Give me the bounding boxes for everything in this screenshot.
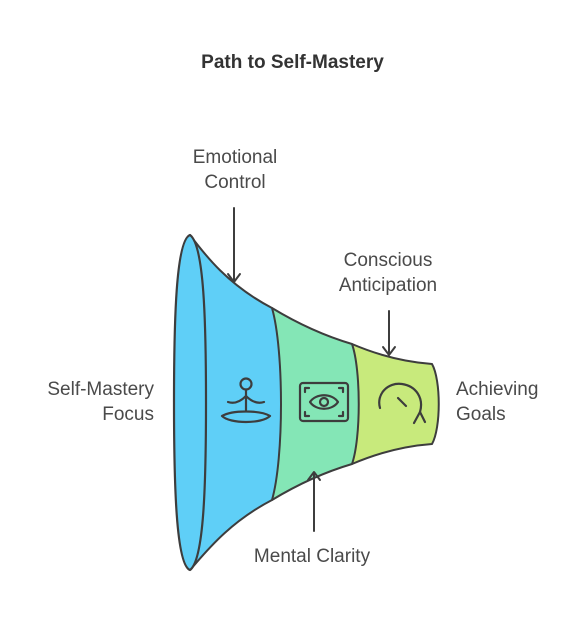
clockwise-arrow-icon (378, 382, 427, 425)
arrow-emotional-control (227, 207, 241, 283)
funnel-segment-clarity (271, 307, 360, 501)
label-emotional-control: Emotional Control (192, 147, 278, 193)
funnel-segment-achieving (351, 343, 440, 465)
funnel-mouth (172, 233, 208, 572)
diagram-title: Path to Self-Mastery (201, 52, 384, 73)
eye-frame-icon (298, 381, 350, 423)
meditation-icon (220, 377, 272, 424)
label-self-mastery-focus: Self-Mastery Focus (47, 379, 154, 425)
label-conscious-anticipation: Conscious Anticipation (338, 250, 438, 296)
label-achieving-goals: Achieving Goals (456, 379, 539, 425)
label-mental-clarity: Mental Clarity (253, 546, 371, 567)
arrow-mental-clarity (307, 471, 321, 532)
arrow-conscious-anticipation (382, 310, 396, 356)
